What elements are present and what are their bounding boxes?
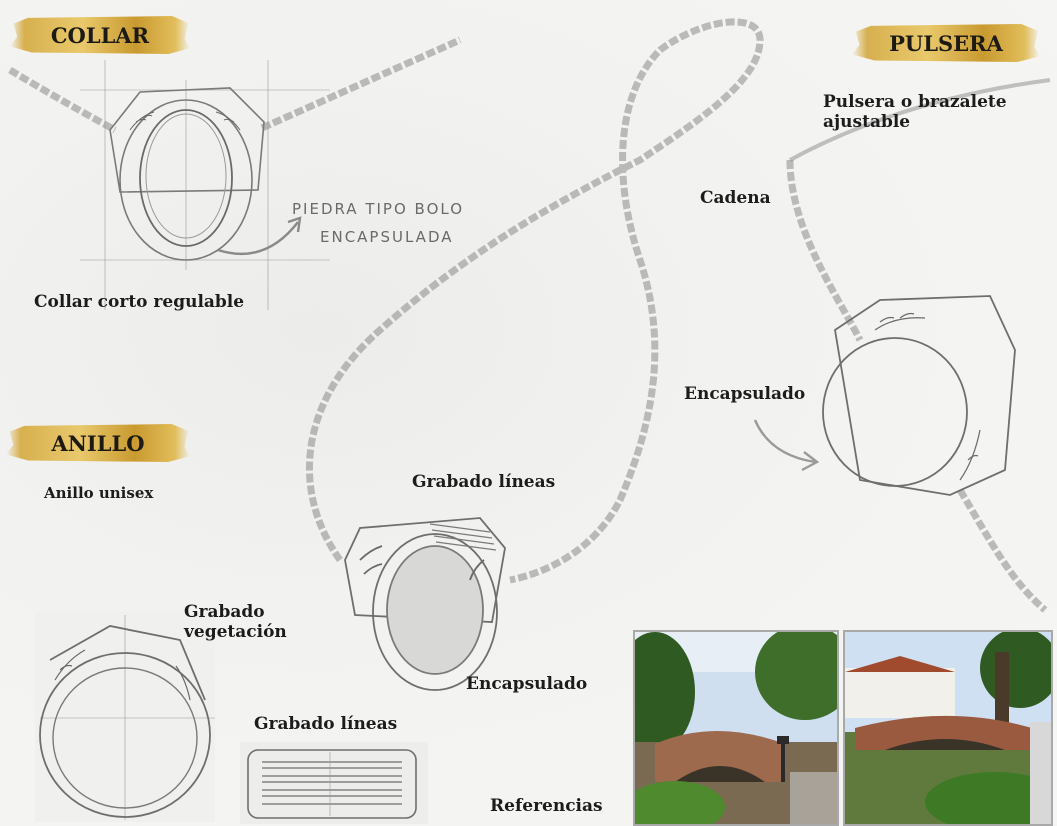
center-pendant xyxy=(344,517,506,691)
banner-pulsera: PULSERA xyxy=(852,24,1040,62)
label-referencias: Referencias xyxy=(490,796,603,816)
label-piedra-line2: ENCAPSULADA xyxy=(320,228,454,246)
label-pulsera-line1: Pulsera o brazalete xyxy=(823,92,1007,112)
grabado-lineas-sketch xyxy=(240,742,428,824)
label-anillo-unisex: Anillo unisex xyxy=(44,484,154,502)
pulsera-sketch xyxy=(786,78,1051,613)
arrow-piedra xyxy=(217,221,299,255)
center-chain xyxy=(305,18,764,584)
label-grabado-lineas-top: Grabado líneas xyxy=(412,472,556,492)
label-grabado-veg-line2: vegetación xyxy=(184,622,287,642)
banner-collar-text: COLLAR xyxy=(50,22,150,48)
label-encapsulado-center: Encapsulado xyxy=(466,674,588,694)
label-encapsulado-pulsera: Encapsulado xyxy=(684,384,806,404)
bridge-photo-2-image xyxy=(845,632,1051,824)
banner-collar: COLLAR xyxy=(10,16,190,54)
bridge-photo-1-image xyxy=(635,632,837,824)
label-grabado-lineas-bottom: Grabado líneas xyxy=(254,714,398,734)
banner-anillo: ANILLO xyxy=(6,424,190,462)
label-piedra-line1: PIEDRA TIPO BOLO xyxy=(292,200,465,218)
label-pulsera-line2: ajustable xyxy=(823,112,911,132)
collar-sketch xyxy=(8,36,462,310)
banner-pulsera-text: PULSERA xyxy=(889,30,1003,56)
label-collar-corto: Collar corto regulable xyxy=(34,292,245,312)
label-grabado-veg-line1: Grabado xyxy=(184,602,265,622)
anillo-ring-sketch xyxy=(35,612,215,822)
label-cadena: Cadena xyxy=(700,188,771,208)
reference-photo-bridge-2 xyxy=(843,630,1053,826)
banner-anillo-text: ANILLO xyxy=(51,430,145,456)
reference-photo-bridge-1 xyxy=(633,630,839,826)
